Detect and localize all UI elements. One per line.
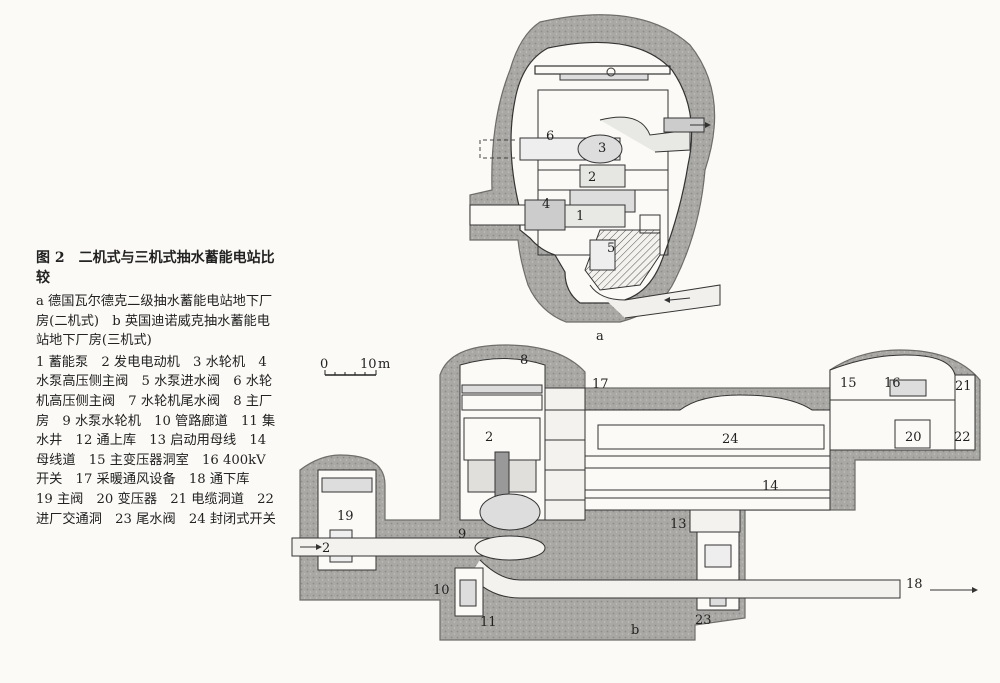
figure-caption: 图 2 二机式与三机式抽水蓄能电站比较 a 德国瓦尔德克二级抽水蓄能电站地下厂房… xyxy=(36,248,276,529)
b-label-13: 13 xyxy=(670,517,687,532)
a-label-6: 6 xyxy=(546,129,554,144)
caption-description: a 德国瓦尔德克二级抽水蓄能电站地下厂房(二机式) b 英国迪诺威克抽水蓄能电站… xyxy=(36,294,273,349)
b-label-18: 18 xyxy=(906,577,923,592)
a-label-3: 3 xyxy=(598,141,606,156)
a-label-5: 5 xyxy=(607,241,615,256)
diagram-b: 0 10 m xyxy=(291,344,981,641)
b-label-23: 23 xyxy=(695,613,712,628)
b-label-8: 8 xyxy=(520,353,528,368)
diagram-a: 6 3 2 4 1 5 a xyxy=(469,14,721,344)
b-label-2-generator: 2 xyxy=(485,430,493,445)
b-label-20: 20 xyxy=(905,430,922,445)
scale-zero: 0 xyxy=(320,357,328,372)
b-label-16: 16 xyxy=(884,376,901,391)
caption-title: 图 2 二机式与三机式抽水蓄能电站比较 xyxy=(36,250,275,286)
b-label-14: 14 xyxy=(762,479,779,494)
scale-bar: 0 10 m xyxy=(320,357,390,376)
a-label-1: 1 xyxy=(576,209,584,224)
a-panel-label: a xyxy=(596,329,604,344)
b-label-11: 11 xyxy=(480,615,497,630)
b-label-19: 19 xyxy=(337,509,354,524)
b-label-17: 17 xyxy=(592,377,609,392)
b-label-21: 21 xyxy=(955,379,972,394)
b-label-15: 15 xyxy=(840,376,857,391)
a-label-2: 2 xyxy=(588,170,596,185)
scale-ten: 10 xyxy=(360,357,377,372)
b-label-10: 10 xyxy=(433,583,450,598)
scale-unit: m xyxy=(378,357,390,372)
b-label-24: 24 xyxy=(722,432,739,447)
a-label-4: 4 xyxy=(542,197,550,212)
b-panel-label: b xyxy=(631,623,639,638)
caption-legend: 1 蓄能泵 2 发电电动机 3 水轮机 4 水泵高压侧主阀 5 水泵进水阀 6 … xyxy=(36,354,276,527)
b-label-9: 9 xyxy=(458,527,466,542)
b-label-22: 22 xyxy=(954,430,971,445)
b-label-2-valve: 2 xyxy=(322,541,330,556)
